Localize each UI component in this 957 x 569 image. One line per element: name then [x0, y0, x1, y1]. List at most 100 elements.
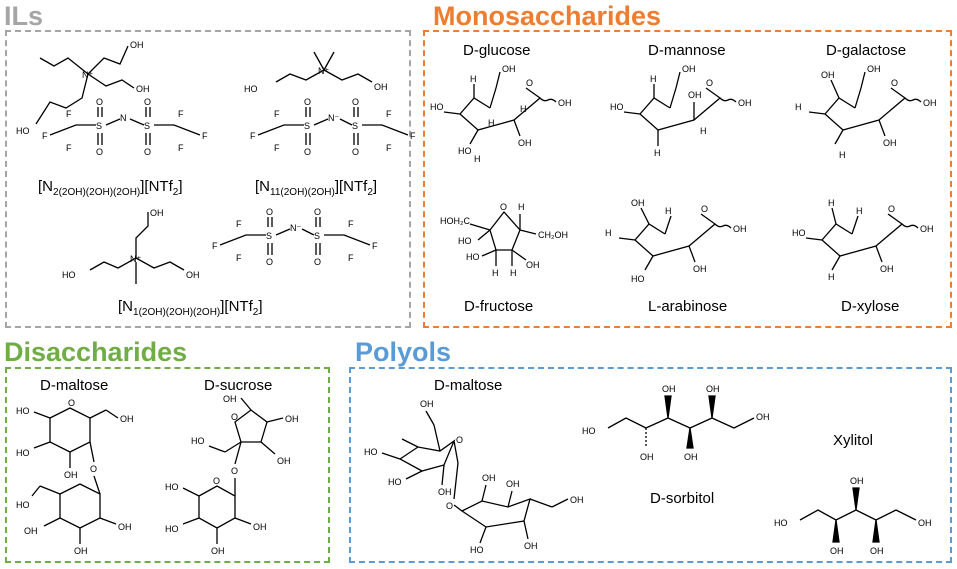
svg-text:S: S	[352, 121, 358, 131]
svg-text:H: H	[650, 74, 657, 84]
svg-text:HO: HO	[244, 84, 258, 94]
svg-text:HO: HO	[466, 252, 480, 262]
svg-text:OH: OH	[524, 541, 538, 551]
svg-text:OH: OH	[518, 138, 532, 148]
svg-text:OH: OH	[684, 452, 698, 462]
disaccharides-box	[5, 367, 330, 563]
svg-text:H: H	[828, 272, 835, 282]
svg-text:F: F	[410, 131, 416, 141]
disaccharide-label-sucrose: D-sucrose	[204, 377, 273, 394]
svg-text:N⁺: N⁺	[130, 254, 141, 264]
svg-text:F: F	[386, 109, 392, 119]
il3-cation-structure: OH HO OH N⁺	[62, 208, 200, 284]
svg-text:O: O	[96, 97, 103, 107]
svg-text:S: S	[266, 231, 272, 241]
svg-text:OH: OH	[693, 264, 707, 274]
svg-text:OH: OH	[688, 90, 702, 100]
svg-text:O: O	[352, 147, 359, 157]
svg-text:OH: OH	[867, 64, 881, 74]
monosaccharide-label-mannose: D-mannose	[648, 42, 726, 59]
svg-text:OH: OH	[526, 260, 540, 270]
svg-text:HO: HO	[16, 448, 30, 458]
svg-text:OH: OH	[482, 473, 496, 483]
svg-text:OH: OH	[821, 70, 835, 80]
svg-text:OH: OH	[420, 399, 434, 409]
svg-text:HO: HO	[364, 447, 378, 457]
il2-name: [N11(2OH)(2OH)][NTf2]	[255, 178, 378, 198]
polyols-section-title: Polyols	[355, 337, 452, 367]
svg-text:F: F	[348, 219, 354, 229]
svg-text:O: O	[144, 147, 151, 157]
monosaccharide-label-xylose: D-xylose	[841, 298, 900, 315]
polyols-box	[349, 367, 952, 563]
svg-text:OH: OH	[285, 414, 299, 424]
svg-text:H: H	[605, 228, 612, 238]
svg-text:OH: OH	[118, 522, 132, 532]
svg-text:O: O	[68, 398, 75, 408]
svg-text:OH: OH	[130, 40, 144, 50]
disaccharide-label-maltose: D-maltose	[40, 377, 109, 394]
svg-text:HO: HO	[16, 406, 30, 416]
svg-text:F: F	[386, 143, 392, 153]
svg-text:F: F	[274, 143, 280, 153]
svg-text:S: S	[144, 121, 150, 131]
svg-text:HO: HO	[458, 236, 472, 246]
svg-text:HO: HO	[16, 126, 30, 136]
monosaccharide-label-arabinose: L-arabinose	[648, 298, 728, 315]
svg-text:O: O	[231, 412, 238, 422]
svg-text:OH: OH	[640, 452, 654, 462]
ils-section-title: ILs	[4, 1, 44, 31]
svg-text:O: O	[213, 476, 220, 486]
svg-text:OH: OH	[74, 546, 88, 556]
svg-text:H: H	[488, 118, 495, 128]
svg-text:OH: OH	[920, 224, 934, 234]
il1-cation-structure: OH OH HO N⁺	[16, 40, 150, 136]
svg-text:OH: OH	[136, 84, 150, 94]
svg-text:HO: HO	[774, 518, 788, 528]
monosaccharides-box	[423, 30, 952, 328]
svg-text:OH: OH	[186, 270, 200, 280]
disaccharide-sucrose-structure: O OH OH OH HO O O HO HO OH OH	[165, 394, 299, 556]
svg-text:O: O	[526, 78, 533, 88]
svg-text:O: O	[706, 78, 713, 88]
svg-text:HO: HO	[792, 228, 806, 238]
svg-text:H: H	[474, 154, 481, 164]
svg-text:N: N	[120, 113, 127, 123]
svg-text:HO: HO	[16, 500, 30, 510]
svg-text:O: O	[446, 501, 453, 511]
svg-text:HO: HO	[631, 274, 645, 284]
polyol-maltose-structure: O OH HO HO OH O OH OH HO OH OH	[364, 399, 584, 555]
svg-text:O: O	[90, 464, 97, 474]
svg-text:OH: OH	[923, 98, 937, 108]
svg-text:HO: HO	[610, 102, 624, 112]
svg-text:OH: OH	[502, 64, 516, 74]
svg-text:O: O	[96, 147, 103, 157]
svg-text:O: O	[352, 97, 359, 107]
svg-text:OH: OH	[830, 546, 844, 556]
svg-text:OH: OH	[64, 470, 78, 480]
svg-text:O: O	[891, 78, 898, 88]
svg-text:OH: OH	[662, 384, 676, 394]
svg-text:H: H	[795, 102, 802, 112]
svg-text:OH: OH	[880, 264, 894, 274]
svg-text:F: F	[236, 253, 242, 263]
svg-text:OH: OH	[883, 138, 897, 148]
svg-text:F: F	[202, 131, 208, 141]
svg-text:N⁻: N⁻	[290, 223, 301, 233]
svg-text:F: F	[178, 143, 184, 153]
svg-text:OH: OH	[506, 479, 520, 489]
svg-text:F: F	[212, 241, 218, 251]
svg-text:F: F	[236, 219, 242, 229]
svg-text:OH: OH	[631, 198, 645, 208]
svg-text:N⁻: N⁻	[328, 113, 339, 123]
svg-text:OH: OH	[682, 64, 696, 74]
svg-text:OH: OH	[253, 522, 267, 532]
svg-text:F: F	[250, 131, 256, 141]
monosaccharide-label-fructose: D-fructose	[464, 298, 534, 315]
svg-text:O: O	[144, 97, 151, 107]
svg-text:HO: HO	[582, 426, 596, 436]
polyol-label-xylitol: Xylitol	[833, 432, 874, 449]
